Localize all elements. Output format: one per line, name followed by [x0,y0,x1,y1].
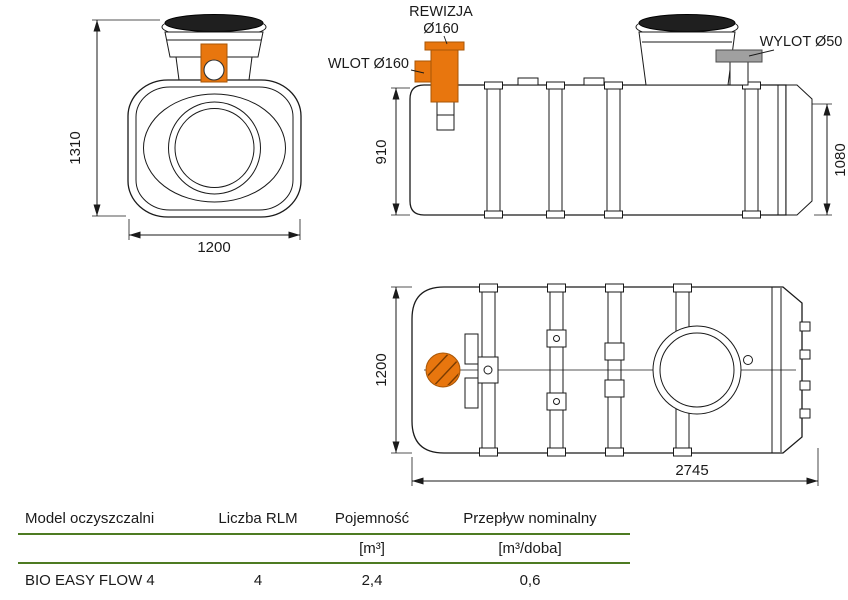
top-inlet-port [425,333,479,409]
header-rlm: Liczba RLM [218,509,298,527]
top-rib-fittings [477,329,625,411]
spec-table-data-row: BIO EASY FLOW 4 4 2,4 0,6 [18,564,630,596]
front-inlet-pipe [200,43,228,83]
rewizja-label-line1: REWIZJA [409,4,473,20]
side-inlet-pipe [414,41,465,131]
dim-side-right-height: 1080 [812,103,848,216]
dim-top-length: 2745 [411,448,819,486]
table-divider-top [18,533,630,535]
front-pipe-opening [203,59,225,81]
header-model: Model oczyszczalni [25,509,155,527]
wlot-label: WLOT Ø160 [328,56,409,72]
dim-front-height-value: 1310 [67,131,84,164]
front-manhole-circle [168,101,261,195]
spec-table: Model oczyszczalni Liczba RLM Pojemność … [18,503,630,596]
unit-capacity: [m³] [359,540,385,557]
front-lid [161,14,267,81]
top-view: 1200 2745 [373,283,819,486]
cell-rlm: 4 [253,571,263,589]
front-view: 1310 1200 [67,14,302,256]
dim-top-length-value: 2745 [675,462,708,479]
dim-front-height: 1310 [67,19,160,217]
header-capacity: Pojemność [334,509,410,527]
dim-front-width: 1200 [128,219,301,256]
technical-drawing: 1310 1200 [67,4,848,486]
side-ribs [484,77,761,219]
side-tank-body [409,84,787,216]
header-flow: Przepływ nominalny [463,509,597,527]
dim-top-width: 1200 [373,286,412,454]
dim-front-width-value: 1200 [197,239,230,256]
label-wylot: WYLOT Ø50 [748,34,843,57]
cell-flow: 0,6 [519,571,541,589]
side-lid [635,14,739,86]
dim-side-left-value: 910 [373,139,390,164]
unit-flow: [m³/doba] [498,540,562,557]
label-rewizja: REWIZJA Ø160 [409,4,473,45]
top-edge-ribs [799,321,811,419]
dim-top-width-value: 1200 [373,353,390,386]
spec-table-header-row: Model oczyszczalni Liczba RLM Pojemność … [18,503,630,533]
label-wlot: WLOT Ø160 [328,56,425,74]
dim-side-right-value: 1080 [832,143,848,176]
side-view: REWIZJA Ø160 WLOT Ø160 WYLOT Ø50 910 108… [328,4,848,219]
wylot-label: WYLOT Ø50 [760,34,843,50]
dim-side-left-height: 910 [373,87,410,216]
side-outlet-pipe [715,49,763,86]
top-manhole [652,325,753,415]
cell-capacity: 2,4 [361,571,383,589]
table-divider-bottom [18,562,630,564]
spec-table-units-row: [m³] [m³/doba] [18,535,630,562]
cell-model: BIO EASY FLOW 4 [25,571,155,589]
rewizja-label-line2: Ø160 [423,21,458,37]
front-tank-body [127,79,302,218]
